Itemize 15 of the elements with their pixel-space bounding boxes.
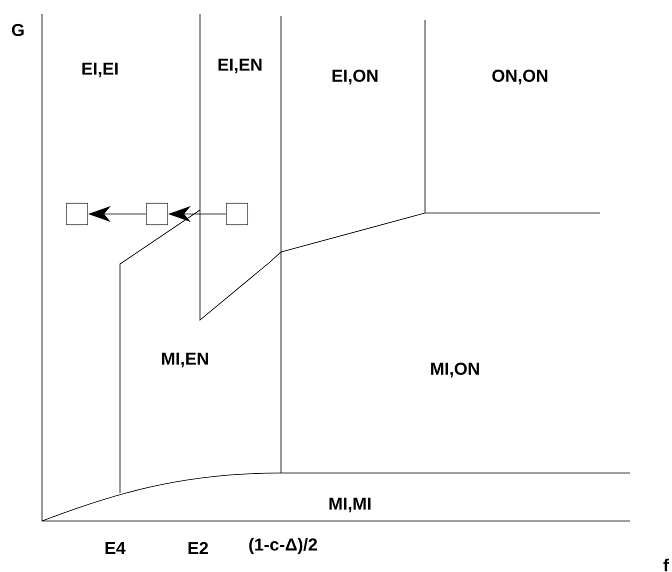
square-box bbox=[226, 202, 248, 226]
square-box bbox=[66, 202, 88, 226]
region-label: EI,ON bbox=[332, 70, 378, 84]
region-label: MI,EN bbox=[162, 352, 208, 368]
region-label: EI,EI bbox=[82, 62, 118, 78]
region-label: MI,MI bbox=[330, 498, 371, 512]
region-label: EI,EN bbox=[218, 58, 262, 74]
tick-label: E2 bbox=[188, 542, 208, 554]
axis-label: f bbox=[663, 558, 669, 572]
square-box bbox=[146, 202, 168, 226]
region-label: MI,ON bbox=[431, 362, 479, 378]
tick-label: (1-c-Δ)/2 bbox=[249, 538, 317, 554]
tick-label: E4 bbox=[106, 542, 126, 554]
axis-label: G bbox=[12, 24, 24, 36]
region-label: ON,ON bbox=[492, 70, 548, 84]
